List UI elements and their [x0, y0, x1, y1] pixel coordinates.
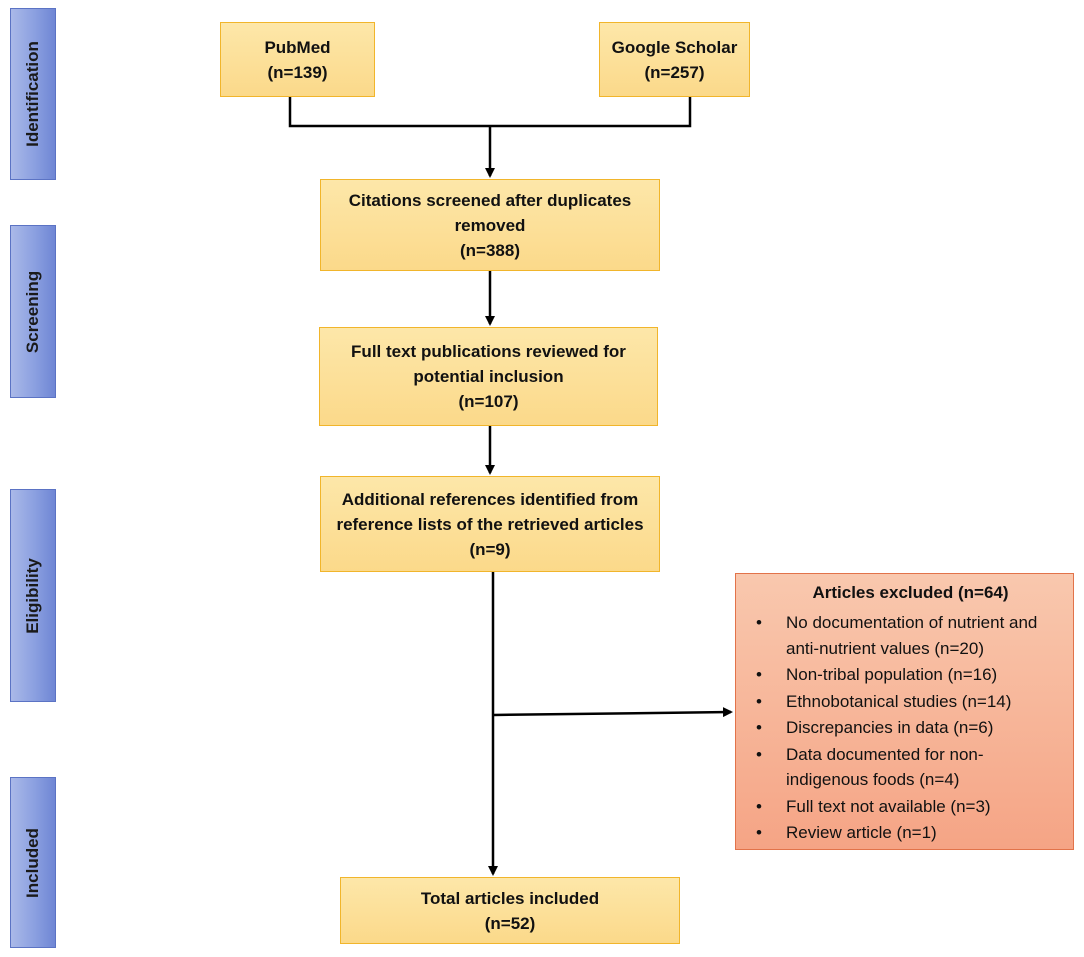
phase-included: Included [10, 777, 56, 948]
reason-line: Ethnobotanical studies (n=14) [786, 691, 1012, 711]
bullet: • [756, 691, 762, 711]
phase-screening: Screening [10, 225, 56, 398]
full-text-review-box: Full text publications reviewed for pote… [319, 327, 658, 426]
excluded-title: Articles excluded (n=64) [812, 583, 1009, 602]
exclusion-reason: • Non-tribal population (n=16) [752, 662, 1063, 688]
screened-count: (n=388) [460, 240, 520, 260]
exclusion-reasons-list: • No documentation of nutrient and anti-… [752, 610, 1063, 846]
bullet: • [756, 796, 762, 816]
arrow-to-excluded [492, 707, 733, 718]
google-scholar-count: (n=257) [644, 62, 705, 82]
bullet: • [756, 744, 762, 764]
additional-line2: reference lists of the retrieved article… [336, 514, 644, 534]
exclusion-reason: • No documentation of nutrient and anti-… [752, 610, 1063, 661]
exclusion-reason: • Review article (n=1) [752, 820, 1063, 846]
bullet: • [756, 665, 762, 684]
total-included-box: Total articles included (n=52) [340, 877, 680, 944]
exclusion-reason: • Ethnobotanical studies (n=14) [752, 689, 1063, 715]
included-label: Total articles included [420, 888, 600, 908]
additional-line1: Additional references identified from [341, 489, 639, 509]
reason-line: Data documented for non- [786, 744, 984, 764]
fulltext-line1: Full text publications reviewed for [351, 342, 626, 361]
pubmed-box: PubMed (n=139) [220, 22, 375, 97]
reason-line: Full text not available (n=3) [786, 796, 991, 816]
citations-screened-box: Citations screened after duplicates remo… [320, 179, 660, 271]
reason-line: Discrepancies in data (n=6) [786, 718, 994, 737]
additional-count: (n=9) [469, 539, 511, 559]
reason-line: anti-nutrient values (n=20) [786, 638, 984, 658]
exclusion-reason: • Full text not available (n=3) [752, 794, 1063, 820]
pubmed-count: (n=139) [267, 62, 328, 82]
bullet: • [756, 823, 762, 842]
reason-line: indigenous foods (n=4) [786, 770, 960, 789]
fulltext-line2: potential inclusion [413, 367, 564, 386]
reason-line: No documentation of nutrient and [786, 613, 1038, 632]
articles-excluded-box: Articles excluded (n=64) • No documentat… [735, 573, 1074, 850]
bullet: • [756, 718, 762, 737]
google-scholar-name: Google Scholar [611, 37, 738, 57]
additional-references-box: Additional references identified from re… [320, 476, 660, 572]
fulltext-count: (n=107) [458, 392, 519, 411]
reason-line: Non-tribal population (n=16) [786, 665, 998, 684]
exclusion-reason: • Data documented for non- indigenous fo… [752, 742, 1063, 793]
screened-line1: Citations screened after duplicates [348, 190, 632, 210]
pubmed-name: PubMed [264, 37, 331, 57]
merge-connector [288, 97, 692, 128]
phase-eligibility: Eligibility [10, 489, 56, 702]
included-count: (n=52) [484, 913, 536, 933]
bullet: • [756, 613, 762, 632]
screened-line2: removed [454, 215, 526, 235]
reason-line: Review article (n=1) [786, 823, 937, 842]
phase-identification: Identification [10, 8, 56, 180]
google-scholar-box: Google Scholar (n=257) [599, 22, 750, 97]
exclusion-reason: • Discrepancies in data (n=6) [752, 715, 1063, 741]
